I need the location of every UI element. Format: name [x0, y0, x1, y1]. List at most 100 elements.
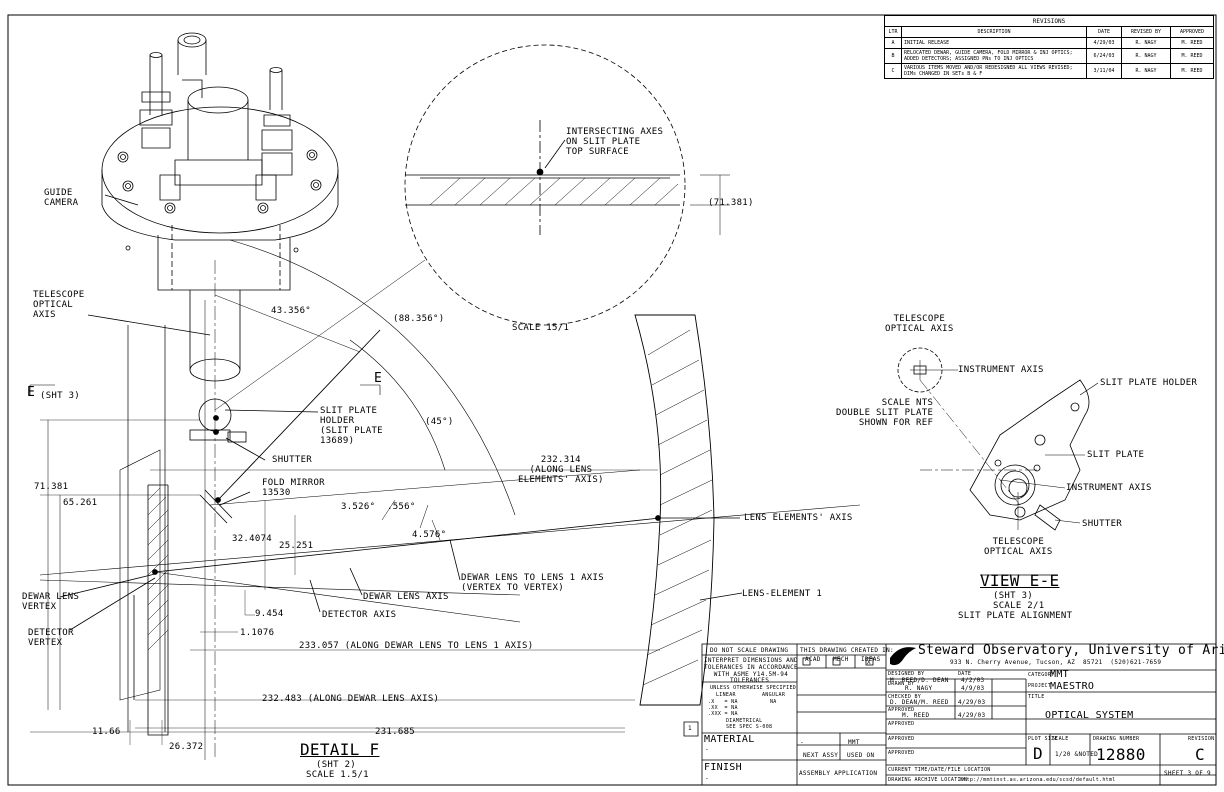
angle-45: (45°)	[425, 417, 454, 427]
drawn-by-label: DRAWN BY	[888, 681, 915, 687]
rev-revised-by: R. NAGY	[1121, 48, 1171, 64]
mech-label: MECH	[833, 656, 849, 663]
ee-slit-plate: SLIT PLATE	[1087, 450, 1145, 460]
intersecting-axes-label: INTERSECTING AXES ON SLIT PLATE TOP SURF…	[566, 127, 664, 157]
designed-by: M. REED/D. DEAN	[890, 677, 949, 684]
category-label: CATEGORY	[1028, 672, 1055, 678]
approved2-label: APPROVED	[888, 721, 915, 727]
revision-label: REVISION	[1188, 736, 1215, 742]
detail-f-title: DETAIL F	[300, 740, 380, 759]
dim-25-251: 25.251	[279, 541, 314, 551]
view-ee-title: VIEW E-E	[980, 571, 1060, 590]
checked-by: D. DEAN/M. REED	[890, 699, 949, 706]
detector-axis-label: DETECTOR AXIS	[322, 610, 397, 620]
steward-logo	[890, 647, 916, 666]
assembly-application-label: ASSEMBLY APPLICATION	[799, 770, 878, 777]
detail-circle-scale: SCALE 15/1	[512, 323, 570, 333]
finish-label: FINISH	[704, 762, 742, 773]
approved-label: APPROVED	[888, 707, 915, 713]
drawing-number-label: DRAWING NUMBER	[1093, 736, 1140, 742]
revisions-title: REVISIONS	[884, 15, 1214, 27]
view-ee-scale: SCALE 2/1	[993, 601, 1045, 611]
rev-description: INITIAL RELEASE	[901, 37, 1087, 49]
rev-revised-by: R. NAGY	[1121, 37, 1171, 49]
dim-1-1076: 1.1076	[240, 628, 275, 638]
ee-telescope-axis-bottom: TELESCOPE OPTICAL AXIS	[984, 537, 1053, 557]
project-value: MAESTRO	[1050, 681, 1095, 692]
see-spec-label: SEE SPEC S-008	[726, 724, 773, 730]
org-name: Steward Observatory, University of Arizo…	[918, 643, 1224, 658]
next-assy-value: -	[800, 739, 804, 746]
ee-instrument-axis-top: INSTRUMENT AXIS	[958, 365, 1044, 375]
rev-header-description: DESCRIPTION	[901, 26, 1087, 38]
scale-value: 1/20 &NOTED	[1055, 751, 1099, 758]
approved4-label: APPROVED	[888, 750, 915, 756]
title-block-lines	[683, 643, 1217, 786]
plot-size-label: PLOT SIZE	[1028, 736, 1058, 742]
angle-556: .556°	[387, 502, 416, 512]
rev-header-date: DATE	[1086, 26, 1122, 38]
designed-by-label: DESIGNED BY	[888, 671, 925, 677]
slit-plate-holder-label: SLIT PLATE HOLDER (SLIT PLATE 13689)	[320, 406, 383, 446]
rev-approved: M. REED	[1170, 48, 1214, 64]
dim-65-261: 65.261	[63, 498, 98, 508]
ee-shutter: SHUTTER	[1082, 519, 1123, 529]
material-label: MATERIAL	[704, 734, 755, 745]
approved-date: 4/29/03	[958, 712, 986, 719]
guide-camera-label: GUIDE CAMERA	[44, 188, 79, 208]
angular-label: ANGULAR	[762, 692, 786, 698]
table-row: A INITIAL RELEASE 4/29/03 R. NAGY M. REE…	[884, 37, 1214, 49]
drawn-by: R. NAGY	[905, 685, 933, 692]
drawing-number: 12880	[1096, 745, 1146, 764]
dewar-lens-axis-label: DEWAR LENS AXIS	[363, 592, 449, 602]
section-e-right: E	[374, 371, 383, 386]
checked-by-label: CHECKED BY	[888, 694, 922, 700]
scale-label: SCALE	[1052, 736, 1069, 742]
guide-camera	[101, 32, 339, 382]
sheet-marker: 1	[688, 725, 692, 732]
dim-71-381-detail: (71.381)	[708, 198, 754, 208]
dim-231-685: 231.685	[375, 727, 416, 737]
angular-value: NA	[770, 699, 777, 705]
detector-vertex-label: DETECTOR VERTEX	[28, 628, 74, 648]
ee-note: SCALE NTS DOUBLE SLIT PLATE SHOWN FOR RE…	[836, 398, 934, 428]
dim-11-66: 11.66	[92, 727, 121, 737]
archive-label: DRAWING ARCHIVE LOCATION	[888, 777, 968, 783]
material-value: -	[705, 746, 709, 753]
diametrical-label: DIAMETRICAL	[726, 718, 763, 724]
detail-f-scale: SCALE 1.5/1	[306, 770, 369, 780]
used-on-label: USED ON	[847, 752, 875, 759]
fold-mirror-label: FOLD MIRROR 13530	[262, 478, 325, 498]
next-assy-label: NEXT ASSY	[803, 752, 839, 759]
dim-9-454: 9.454	[255, 609, 284, 619]
drawn-date: 4/9/03	[961, 685, 985, 692]
used-on-value: MMT	[848, 739, 860, 746]
angle-4-576: 4.576°	[412, 530, 447, 540]
rev-description: VARIOUS ITEMS MOVED AND/OR REDESIGNED AL…	[901, 63, 1087, 79]
designed-date: 4/2/03	[961, 677, 985, 684]
rev-header-revised-by: REVISED BY	[1121, 26, 1171, 38]
created-in-label: THIS DRAWING CREATED IN:	[800, 647, 894, 654]
dim-232-483: 232.483 (ALONG DEWAR LENS AXIS)	[262, 694, 440, 704]
rev-revised-by: R. NAGY	[1121, 63, 1171, 79]
ee-slit-plate-holder: SLIT PLATE HOLDER	[1100, 378, 1198, 388]
revisions-table: REVISIONS LTR DESCRIPTION DATE REVISED B…	[884, 15, 1214, 79]
ee-telescope-axis-top: TELESCOPE OPTICAL AXIS	[885, 314, 954, 334]
archive-url: http://mmtinst.as.arizona.edu/scsd/defau…	[960, 777, 1116, 783]
category-value: MMT	[1050, 669, 1069, 680]
rev-header-ltr: LTR	[884, 26, 902, 38]
rev-ltr: A	[884, 37, 902, 49]
rev-date: 4/29/03	[1086, 37, 1122, 49]
dim-26-372: 26.372	[169, 742, 204, 752]
section-sht3-label: (SHT 3)	[40, 391, 81, 401]
ideas-label: IDEAS	[861, 656, 881, 663]
rev-date: 6/24/03	[1086, 48, 1122, 64]
rev-date: 3/11/04	[1086, 63, 1122, 79]
current-time-label: CURRENT TIME/DATE/FILE LOCATION	[888, 767, 991, 773]
dim-71-381: 71.381	[34, 482, 69, 492]
interpret-dimensions-label: INTERPRET DIMENSIONS AND TOLERANCES IN A…	[704, 657, 798, 678]
detail-circle	[404, 44, 730, 326]
view-ee-sheet: (SHT 3)	[993, 591, 1034, 601]
org-address: 933 N. Cherry Avenue, Tucson, AZ 85721 (…	[950, 659, 1162, 666]
